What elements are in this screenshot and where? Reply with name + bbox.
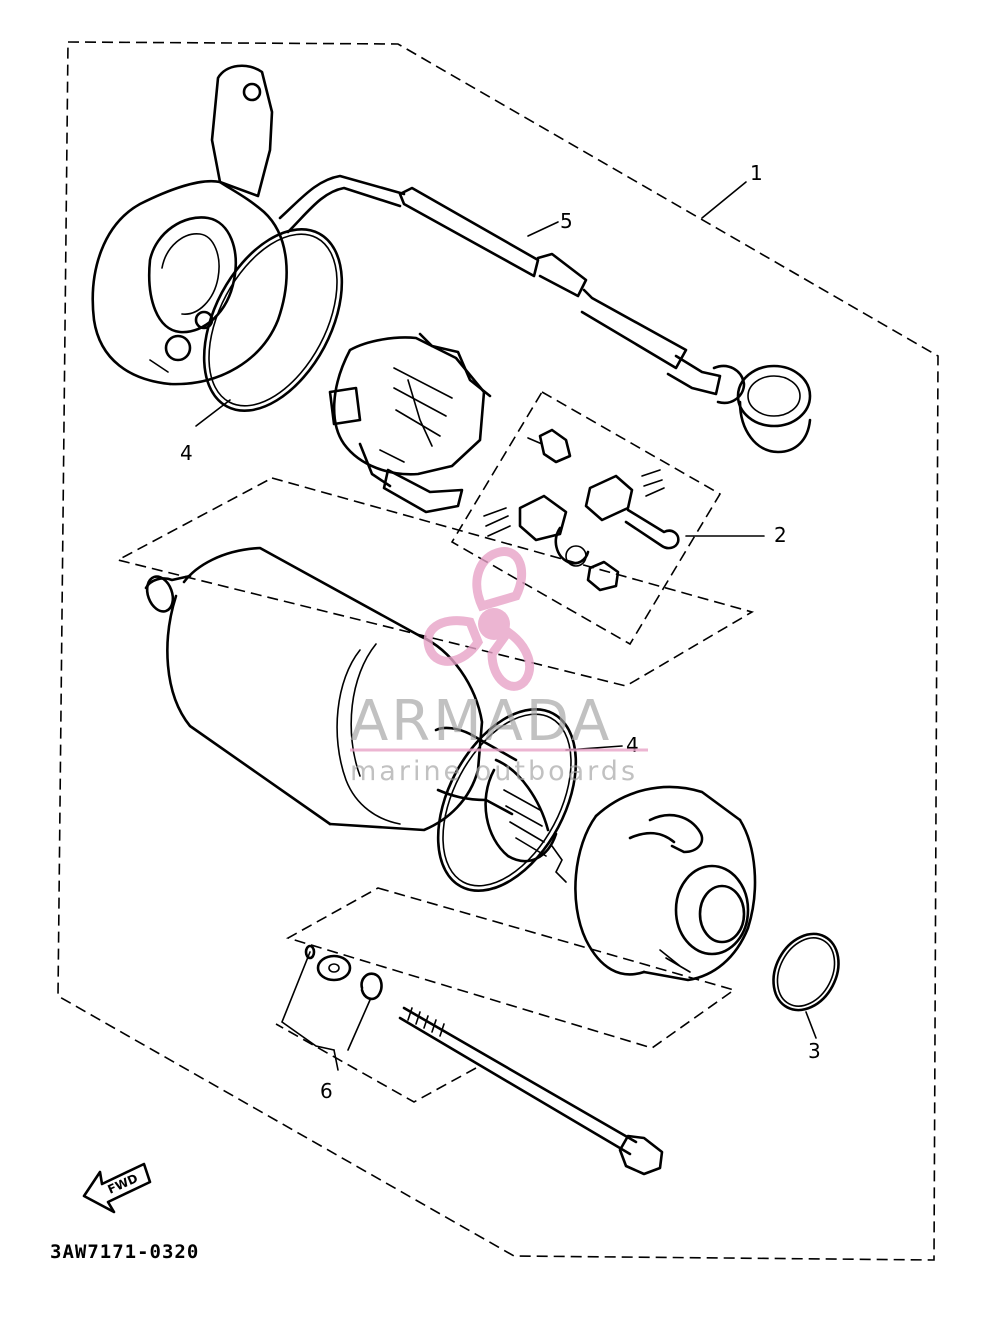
propeller-icon [423,547,535,691]
brush-holder [328,332,492,514]
o-ring-lower [436,707,578,893]
fwd-arrow-icon: FWD [82,1162,152,1214]
o-ring-upper [202,227,344,413]
rear-bracket [91,64,288,386]
callout-6: 6 [320,1079,333,1103]
drawing-code: 3AW7171-0320 [50,1241,199,1263]
leader-lines [195,181,817,1071]
front-cover [574,785,757,982]
assembly-boundary [57,41,939,1261]
yoke-assembly [144,546,567,883]
callout-5: 5 [560,209,573,233]
front-cover-group-boundary [275,1023,477,1103]
callout-3: 3 [808,1039,821,1063]
callout-4-upper: 4 [180,441,193,465]
callout-4-lower: 4 [626,733,639,757]
washer-group-boundary [285,887,736,1049]
armada-watermark: ARMADA marine outboards [350,547,648,787]
callout-2: 2 [774,523,787,547]
washer-set [304,944,383,1001]
brush-set-parts [483,428,680,592]
watermark-brand: ARMADA [350,689,612,754]
brush-set-group-boundary [450,390,722,646]
through-bolt [398,1006,664,1176]
small-o-ring [772,932,840,1012]
lead-wire [278,174,812,454]
callout-1: 1 [750,161,763,185]
watermark-tagline: marine outboards [350,756,638,787]
